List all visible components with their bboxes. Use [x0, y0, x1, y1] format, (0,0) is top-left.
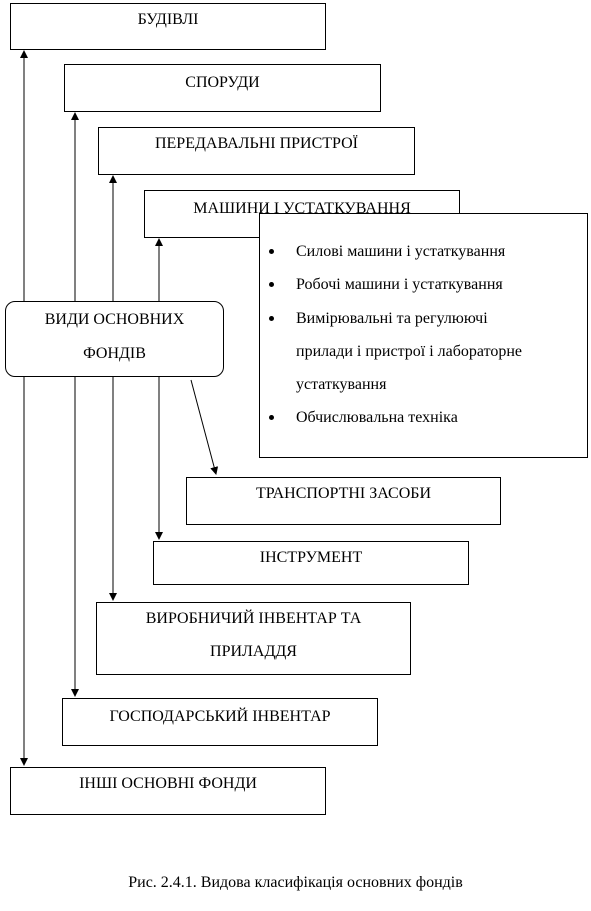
bullet-icon [269, 249, 274, 254]
box-household-label: ГОСПОДАРСЬКИЙ ІНВЕНТАР [109, 708, 331, 725]
box-machines-label: МАШИНИ І УСТАТКУВАННЯ [193, 200, 411, 217]
box-transport: ТРАНСПОРТНІ ЗАСОБИ [186, 477, 501, 525]
figure-caption: Рис. 2.4.1. Видова класифікація основних… [128, 874, 463, 891]
box-transmission: ПЕРЕДАВАЛЬНІ ПРИСТРОЇ [98, 127, 415, 175]
bullet-icon [269, 316, 274, 321]
box-structures: СПОРУДИ [64, 64, 381, 112]
center-node-line2: ФОНДІВ [83, 345, 146, 362]
box-production-inventory: ВИРОБНИЧИЙ ІНВЕНТАР ТА ПРИЛАДДЯ [96, 602, 411, 675]
box-other-label: ІНШІ ОСНОВНІ ФОНДИ [79, 775, 257, 792]
box-production-label-line1: ВИРОБНИЧИЙ ІНВЕНТАР ТА [145, 610, 362, 627]
bullet-icon [269, 415, 274, 420]
box-production-label-line2: ПРИЛАДДЯ [210, 643, 297, 660]
list-item-text: устаткування [296, 376, 387, 393]
box-buildings-label: БУДІВЛІ [137, 11, 199, 28]
box-household-inventory: ГОСПОДАРСЬКИЙ ІНВЕНТАР [62, 698, 378, 746]
box-transmission-label: ПЕРЕДАВАЛЬНІ ПРИСТРОЇ [154, 135, 359, 152]
list-item-text: прилади і пристрої і лабораторне [296, 343, 523, 360]
box-structures-label: СПОРУДИ [185, 74, 260, 91]
machine-types-list: Силові машини і устаткування Робочі маши… [259, 213, 588, 458]
box-buildings: БУДІВЛІ [10, 3, 326, 50]
arrow-to-transport [190, 379, 219, 475]
list-item-text: Робочі машини і устаткування [296, 276, 503, 293]
bullet-icon [269, 282, 274, 287]
list-item-text: Вимірювальні та регулюючі [296, 310, 488, 327]
box-instrument-label: ІНСТРУМЕНТ [259, 549, 363, 566]
box-other-fixed-assets: ІНШІ ОСНОВНІ ФОНДИ [10, 767, 326, 815]
center-node-line1: ВИДИ ОСНОВНИХ [44, 311, 185, 328]
list-item-text: Обчислювальна техніка [296, 409, 458, 426]
list-item-text: Силові машини і устаткування [296, 243, 506, 260]
center-node-fixed-asset-types: ВИДИ ОСНОВНИХ ФОНДІВ [5, 301, 224, 377]
box-transport-label: ТРАНСПОРТНІ ЗАСОБИ [255, 485, 431, 502]
box-instrument: ІНСТРУМЕНТ [153, 541, 469, 585]
